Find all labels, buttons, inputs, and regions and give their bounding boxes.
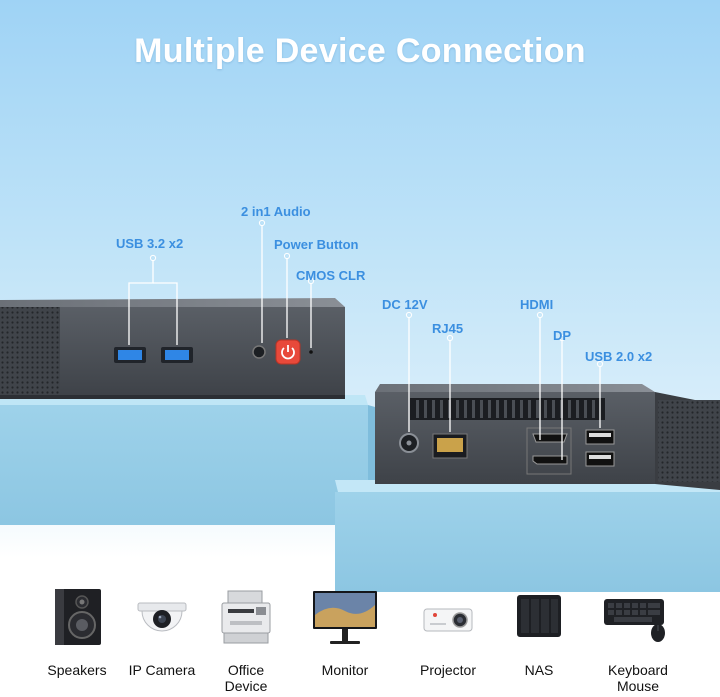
device-label: Speakers (47, 662, 107, 678)
device-monitor: Monitor (300, 585, 390, 678)
mini-pc-rear (375, 384, 720, 490)
device-nas: NAS (494, 585, 584, 678)
monitor-icon (313, 591, 377, 644)
callout-dc-12v: DC 12V (382, 297, 428, 312)
device-label: Projector (419, 662, 477, 678)
callout-rj45: RJ45 (432, 321, 464, 336)
printer-icon (221, 590, 271, 644)
device-label: NAS (524, 662, 554, 678)
mini-pc-front (0, 298, 345, 399)
speaker-icon (55, 589, 101, 645)
device-speakers: Speakers (32, 585, 122, 678)
device-projector: Projector (403, 585, 493, 678)
callout-usb-2-0: USB 2.0 x2 (585, 349, 653, 364)
callout-audio: 2 in1 Audio (241, 204, 311, 219)
right-pedestal (335, 480, 720, 592)
device-label: IP Camera (128, 662, 196, 678)
callout-leaders (128, 225, 601, 460)
projector-icon (423, 608, 473, 632)
callout-dp: DP (553, 328, 572, 343)
callout-power-button: Power Button (274, 237, 359, 252)
page-title: Multiple Device Connection (134, 32, 586, 70)
ip-camera-icon (137, 602, 187, 632)
callout-usb-3-2: USB 3.2 x2 (116, 236, 184, 251)
keyboard-mouse-icon (604, 599, 665, 642)
nas-icon (517, 595, 561, 637)
callout-cmos-clr: CMOS CLR (296, 268, 366, 283)
callout-hdmi: HDMI (520, 297, 554, 312)
device-ip-camera: IP Camera (117, 585, 207, 678)
device-label: Monitor (321, 662, 369, 678)
